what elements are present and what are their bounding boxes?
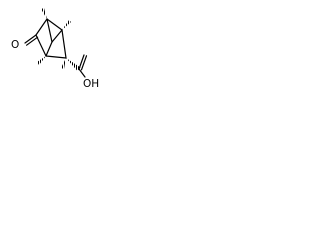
stereo-hash-top-left xyxy=(41,8,47,19)
bond-c1-c6 xyxy=(46,18,53,43)
stereo-hash-top-right xyxy=(62,20,71,30)
hashed-wedge-bond xyxy=(66,58,81,71)
skeleton-bonds xyxy=(24,18,86,78)
bond-c2-o-a xyxy=(24,34,37,44)
bond-c4-c6 xyxy=(51,29,63,43)
bond-cooh-oh xyxy=(78,68,86,78)
bond-c6-c3 xyxy=(45,41,53,57)
carboxyl-carbonyl xyxy=(78,54,88,71)
ketone-oxygen-label: O xyxy=(11,39,19,51)
molecule-drawing: O OH xyxy=(11,8,99,90)
hydroxyl-label: OH xyxy=(83,78,99,90)
bond-c5-c3 xyxy=(45,55,67,59)
bond-c1-c4 xyxy=(46,18,63,31)
structure-canvas: O OH xyxy=(0,0,104,91)
bond-c2-c3 xyxy=(35,34,47,57)
stereo-hash-bottom-left xyxy=(37,56,46,65)
bond-c1-c2 xyxy=(35,18,48,36)
bond-c2-o-b xyxy=(26,36,39,46)
stereo-hash-bottom-right xyxy=(61,58,66,69)
bond-c4-c5 xyxy=(61,29,67,59)
